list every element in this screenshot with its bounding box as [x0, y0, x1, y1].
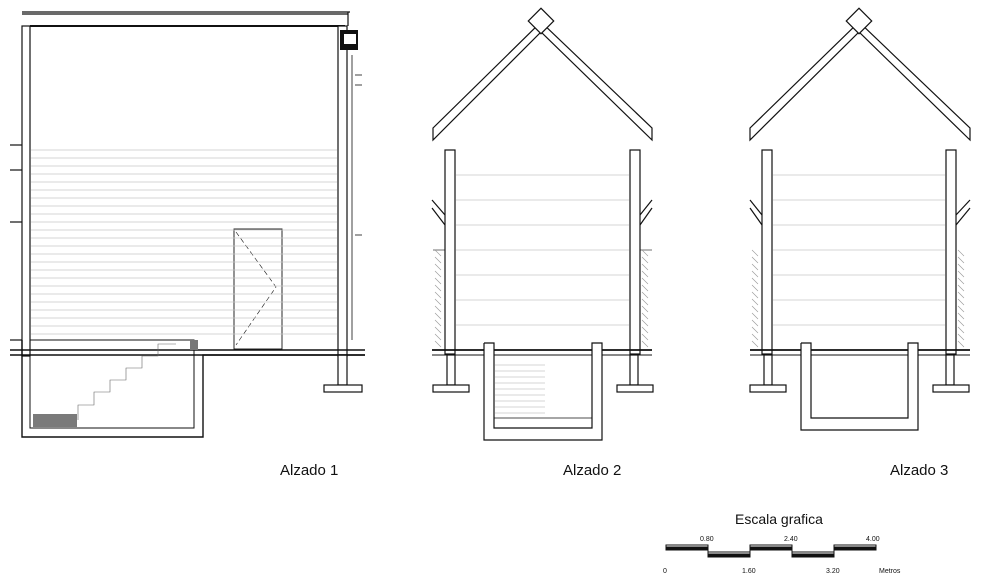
hatch-stroke — [751, 312, 759, 320]
hatch-stroke — [751, 256, 759, 264]
hatch-stroke — [751, 249, 759, 257]
hatch-stroke — [751, 291, 759, 299]
hatch-stroke — [434, 291, 442, 299]
hatch-stroke — [434, 263, 442, 271]
hatch-stroke — [641, 284, 649, 292]
hatch-stroke — [641, 319, 649, 327]
hatch-stroke — [641, 256, 649, 264]
elevation-3-label: Alzado 3 — [890, 462, 948, 479]
hatch-stroke — [751, 340, 759, 348]
scale-bar: Escala grafica 0.80 2.40 4.00 0 1.60 3.2… — [663, 511, 901, 575]
hatch-stroke — [957, 298, 965, 306]
hatch-stroke — [434, 277, 442, 285]
hatch-stroke — [641, 277, 649, 285]
hatch-stroke — [434, 298, 442, 306]
hatch-stroke — [751, 305, 759, 313]
hatch-stroke — [641, 326, 649, 334]
elevation-1-label: Alzado 1 — [280, 462, 338, 479]
hatch-stroke — [957, 291, 965, 299]
hatch-stroke — [641, 312, 649, 320]
hatch-stroke — [957, 256, 965, 264]
elevation-2-drawing — [431, 7, 654, 441]
hatch-stroke — [641, 270, 649, 278]
ground-hatch — [434, 249, 965, 348]
hatch-stroke — [434, 249, 442, 257]
hatch-stroke — [751, 270, 759, 278]
hatch-stroke — [957, 263, 965, 271]
hatch-stroke — [751, 298, 759, 306]
hatch-stroke — [641, 291, 649, 299]
hatch-stroke — [434, 305, 442, 313]
hatch-stroke — [434, 284, 442, 292]
hatch-stroke — [957, 333, 965, 341]
hatch-stroke — [957, 305, 965, 313]
hatch-stroke — [751, 284, 759, 292]
scale-bar-title: Escala grafica — [735, 511, 823, 527]
elevation-3-drawing — [749, 7, 971, 431]
hatch-stroke — [641, 249, 649, 257]
hatch-stroke — [751, 326, 759, 334]
elevation-1-drawing — [10, 11, 365, 438]
hatch-stroke — [957, 270, 965, 278]
hatch-stroke — [751, 263, 759, 271]
hatch-stroke — [957, 326, 965, 334]
hatch-stroke — [957, 284, 965, 292]
scale-unit: Metros — [879, 568, 901, 575]
hatch-stroke — [957, 277, 965, 285]
hatch-stroke — [434, 340, 442, 348]
hatch-stroke — [641, 333, 649, 341]
hatch-stroke — [434, 256, 442, 264]
hatch-stroke — [641, 298, 649, 306]
scale-tick-bottom-2: 1.60 — [742, 568, 756, 575]
hatch-stroke — [434, 270, 442, 278]
hatch-stroke — [434, 312, 442, 320]
hatch-stroke — [434, 319, 442, 327]
hatch-stroke — [641, 305, 649, 313]
hatch-stroke — [751, 319, 759, 327]
elevation-2-siding — [456, 174, 629, 414]
hatch-stroke — [957, 319, 965, 327]
scale-tick-top-1: 0.80 — [700, 536, 714, 543]
hatch-stroke — [434, 326, 442, 334]
elevation-1-siding — [31, 149, 337, 335]
hatch-stroke — [751, 333, 759, 341]
elevation-2-label: Alzado 2 — [563, 462, 621, 479]
hatch-stroke — [641, 340, 649, 348]
scale-tick-top-2: 2.40 — [784, 536, 798, 543]
hatch-stroke — [957, 312, 965, 320]
elevation-3-siding — [773, 174, 945, 326]
hatch-stroke — [434, 333, 442, 341]
scale-tick-bottom-1: 0 — [663, 568, 667, 575]
hatch-stroke — [957, 249, 965, 257]
scale-tick-top-3: 4.00 — [866, 536, 880, 543]
hatch-stroke — [641, 263, 649, 271]
hatch-stroke — [957, 340, 965, 348]
scale-tick-bottom-3: 3.20 — [826, 568, 840, 575]
hatch-stroke — [751, 277, 759, 285]
